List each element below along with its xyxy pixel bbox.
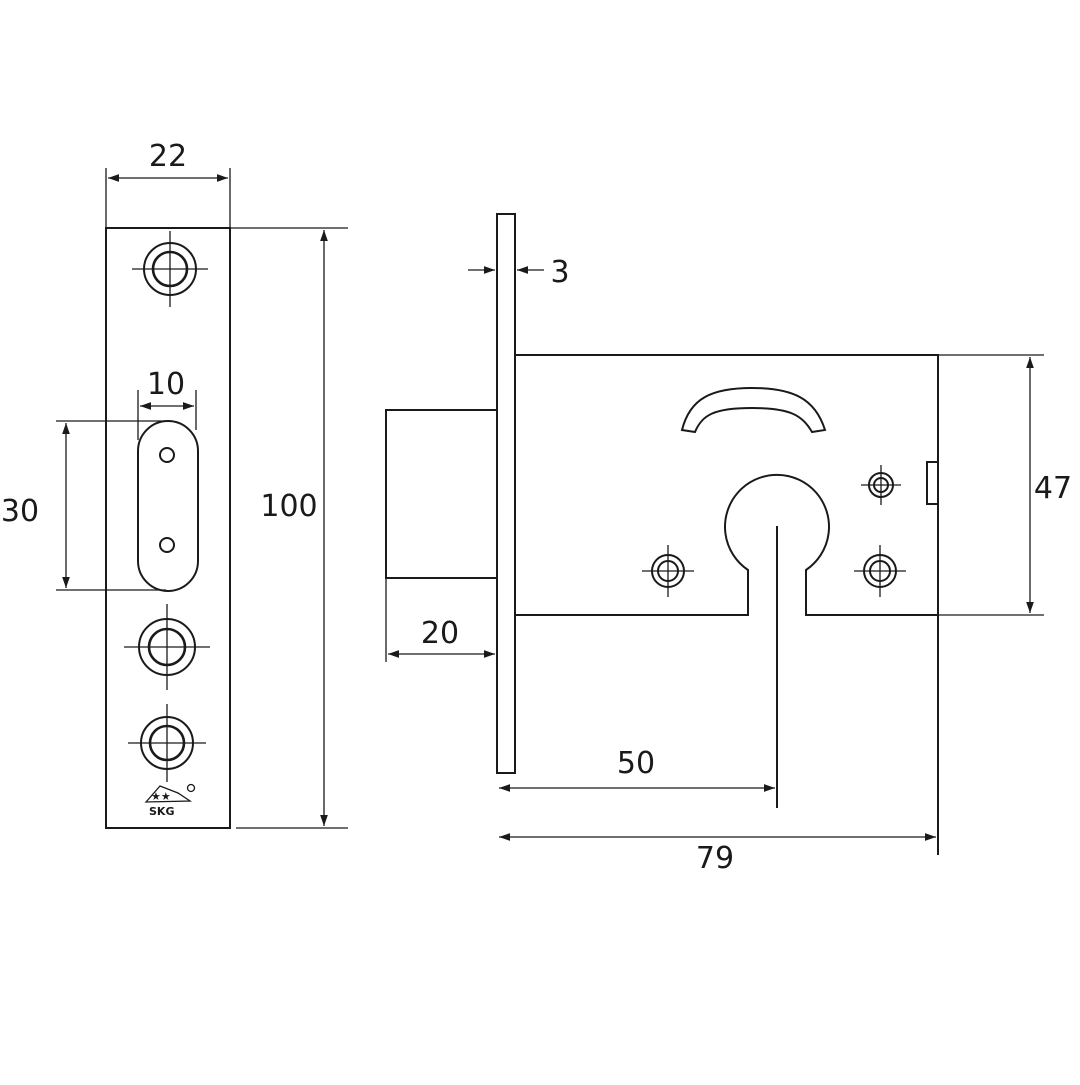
dim-label-100: 100 <box>260 489 317 524</box>
dim-case-depth: 79 <box>499 833 936 876</box>
dim-faceplate-width: 22 <box>105 139 231 228</box>
dim-label-79: 79 <box>696 841 734 876</box>
skg-logo: ★★ SKG <box>144 783 196 818</box>
lock-side-view: 3 20 47 50 79 <box>385 213 1072 876</box>
dim-bolt-throw: 20 <box>385 578 495 662</box>
bolt-slot <box>137 420 199 592</box>
dim-case-height: 47 <box>938 354 1072 616</box>
dim-label-50: 50 <box>617 746 655 781</box>
faceplate-outline <box>105 227 231 829</box>
bolt-projection <box>385 409 497 579</box>
lock-case <box>515 354 939 616</box>
dim-label-22: 22 <box>149 139 187 174</box>
case-screw-hole-left <box>642 545 694 597</box>
faceplate-screw-hole-top <box>132 231 208 307</box>
faceplate-screw-hole-middle <box>124 604 210 690</box>
dim-label-10: 10 <box>147 367 185 402</box>
dim-label-47: 47 <box>1034 471 1072 506</box>
dim-slot-height: 30 <box>1 420 166 591</box>
case-screw-hole-right <box>854 545 906 597</box>
rear-tab <box>926 461 939 505</box>
faceplate-front-view: ★★ SKG 22 10 30 <box>1 139 348 829</box>
dim-label-20: 20 <box>421 616 459 651</box>
dim-faceplate-thickness: 3 <box>468 255 570 290</box>
dim-slot-width: 10 <box>137 367 197 440</box>
logo-stars: ★★ <box>151 790 171 803</box>
logo-text: SKG <box>149 805 174 818</box>
faceplate-side <box>496 213 516 774</box>
dim-backset: 50 <box>499 746 775 792</box>
dim-label-3: 3 <box>550 255 569 290</box>
dim-faceplate-height: 100 <box>230 227 348 829</box>
faceplate-screw-hole-bottom <box>128 704 206 782</box>
case-screw-hole-top <box>861 465 901 505</box>
dim-label-30: 30 <box>1 494 39 529</box>
arch-slot <box>680 386 827 434</box>
